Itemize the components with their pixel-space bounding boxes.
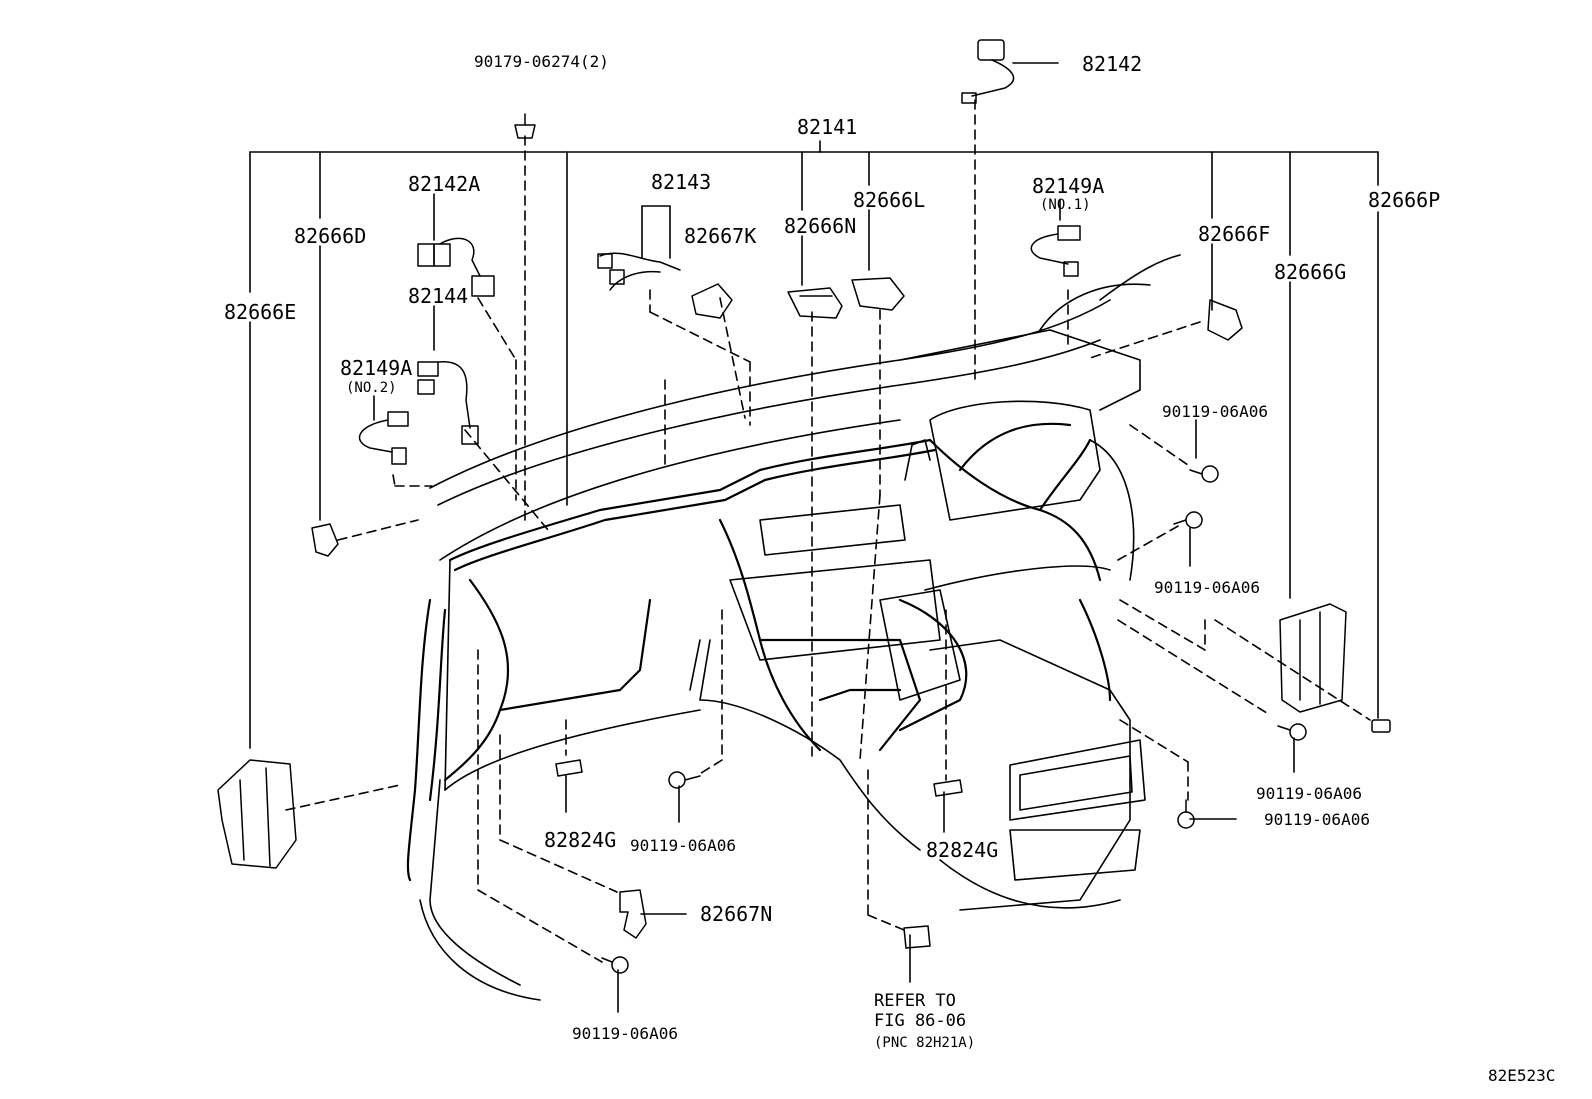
instrument-panel-outline — [419, 254, 1181, 1001]
callout-no2-note: (NO.2) — [346, 380, 397, 396]
callout-82149A-no2: 82149A — [340, 356, 413, 380]
main-callout-bracket — [249, 140, 1379, 749]
callout-82666G: 82666G — [1274, 260, 1347, 284]
connector-82666L — [851, 277, 905, 311]
callout-82667N: 82667N — [700, 902, 773, 926]
leader-lines — [373, 62, 1295, 1013]
callout-90119-06A06-e: 90119-06A06 — [630, 836, 736, 855]
callout-82144: 82144 — [408, 284, 469, 308]
callout-82666F: 82666F — [1198, 222, 1271, 246]
callout-82824G-right: 82824G — [926, 838, 999, 862]
connector-82666D — [311, 523, 339, 557]
bolt-90119-c — [1277, 723, 1307, 741]
refer-note-line-3: (PNC 82H21A) — [874, 1035, 976, 1051]
callout-90119-06A06-f: 90119-06A06 — [572, 1024, 678, 1043]
connector-82666N — [787, 287, 843, 319]
callout-82666E: 82666E — [224, 300, 297, 324]
harness-82149A-no1 — [1030, 225, 1081, 277]
bracket-82667N — [619, 889, 647, 939]
dashed-lines — [285, 99, 1371, 963]
callout-90119-06A06-c: 90119-06A06 — [1256, 784, 1362, 803]
clip-82824G-right — [933, 779, 963, 797]
bolt-90119-d — [1177, 799, 1195, 829]
clip-82824G-left — [555, 759, 583, 777]
module-82666E — [217, 759, 297, 869]
connector-82H21A — [903, 925, 931, 949]
harness-82144 — [417, 361, 479, 445]
callout-82149A-no1: 82149A — [1032, 174, 1105, 198]
connector-82666P — [1371, 719, 1391, 733]
callout-82142: 82142 — [1082, 52, 1143, 76]
callout-no1-note: (NO.1) — [1040, 197, 1091, 213]
diagram-id: 82E523C — [1488, 1066, 1556, 1085]
callout-82142A: 82142A — [408, 172, 481, 196]
refer-note-line-2: FIG 86-06 — [874, 1011, 967, 1031]
callout-90119-06A06-a: 90119-06A06 — [1162, 402, 1268, 421]
callout-82666D: 82666D — [294, 224, 367, 248]
callout-90119-06A06-d: 90119-06A06 — [1264, 810, 1370, 829]
callout-82143: 82143 — [651, 170, 712, 194]
bolt-90119-a — [1189, 465, 1219, 483]
callout-82824G-left: 82824G — [544, 828, 617, 852]
harness-82142A — [417, 237, 495, 297]
callout-82141: 82141 — [797, 115, 858, 139]
bolt-90119-b — [1173, 511, 1203, 529]
callout-90119-06A06-b: 90119-06A06 — [1154, 578, 1260, 597]
wire-harness — [406, 422, 1112, 882]
module-82666G — [1279, 603, 1347, 713]
refer-note-line-1: REFER TO — [874, 991, 956, 1011]
components — [217, 39, 1391, 974]
callout-90179-06274: 90179-06274(2) — [474, 52, 609, 71]
callout-82666N: 82666N — [784, 214, 857, 238]
bolt-90119-e — [668, 771, 701, 789]
callout-82666P: 82666P — [1368, 188, 1441, 212]
callout-82666L: 82666L — [853, 188, 926, 212]
callout-82667K: 82667K — [684, 224, 757, 248]
bracket-82667K — [691, 283, 733, 319]
connector-82142 — [961, 39, 1015, 104]
harness-82149A-no2 — [358, 411, 409, 465]
clip-90179 — [514, 113, 536, 139]
harness-82143 — [597, 252, 681, 291]
bolt-90119-f — [601, 956, 629, 974]
connector-82666F — [1207, 299, 1243, 341]
